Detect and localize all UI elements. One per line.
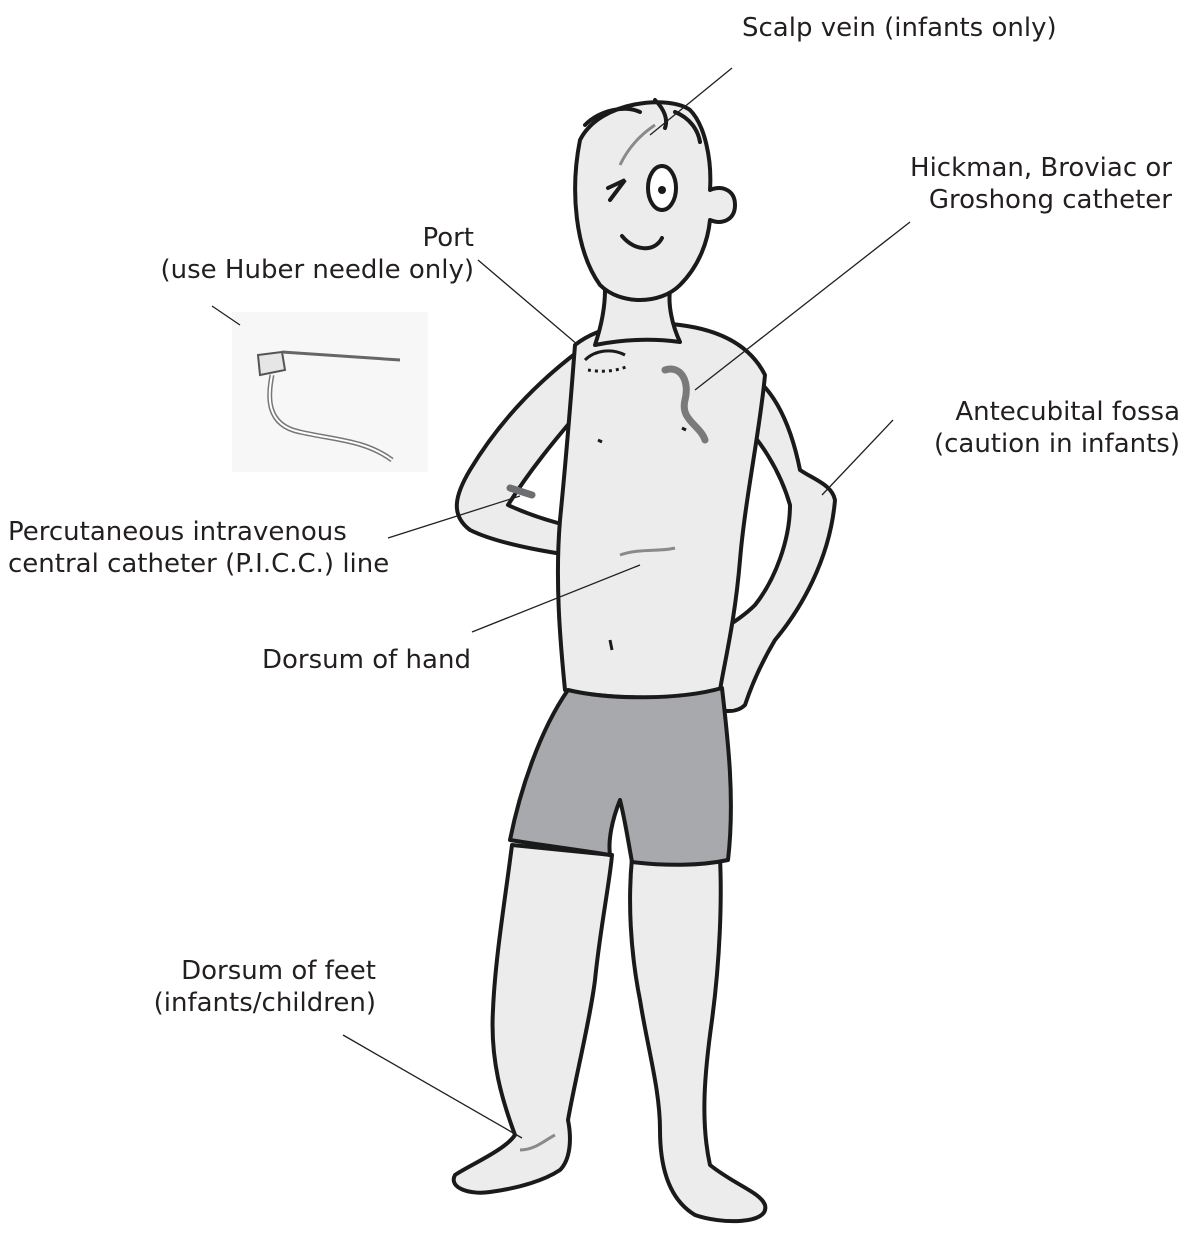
shorts (510, 688, 731, 865)
label-port: Port (use Huber needle only) (160, 222, 474, 286)
label-scalp-vein: Scalp vein (infants only) (742, 12, 1057, 44)
label-dorsum-of-feet: Dorsum of feet (infants/children) (154, 955, 376, 1019)
left-leg (454, 845, 612, 1193)
right-leg (630, 858, 765, 1221)
huber-needle-icon (232, 312, 428, 472)
label-hickman-catheter: Hickman, Broviac or Groshong catheter (910, 152, 1172, 216)
label-antecubital-fossa: Antecubital fossa (caution in infants) (934, 396, 1180, 460)
label-picc-line: Percutaneous intravenous central cathete… (8, 516, 389, 580)
label-dorsum-of-hand: Dorsum of hand (262, 644, 471, 676)
